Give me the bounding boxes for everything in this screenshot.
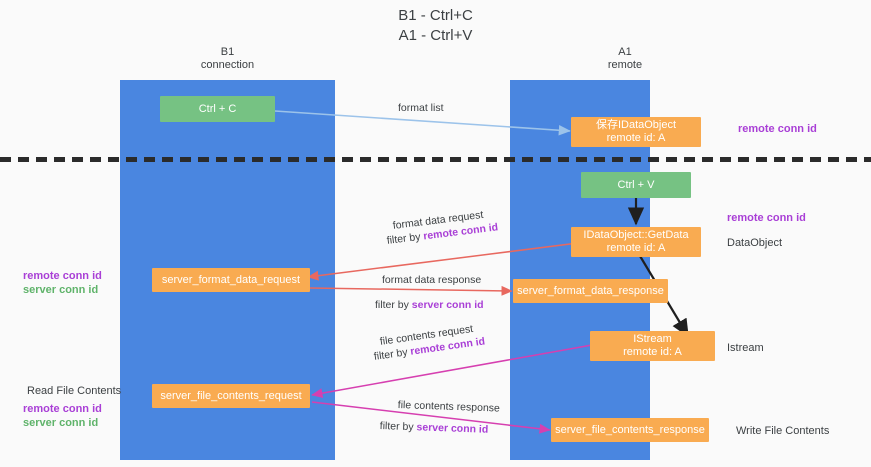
edge-label-format-list: format list <box>398 101 444 115</box>
box-idataobject-store-line1: 保存IDataObject <box>595 119 677 131</box>
diagram-title: B1 - Ctrl+C A1 - Ctrl+V <box>0 6 871 46</box>
column-header-b1-subtitle: connection <box>200 59 255 71</box>
box-server-file-contents-response-label: server_file_contents_response <box>555 423 705 436</box>
edge-filter-prefix-3: filter by <box>373 345 412 363</box>
annotation-left-bot-server: server conn id <box>23 417 99 429</box>
annotation-right-dataobject: DataObject <box>727 237 783 249</box>
edge-label-file-contents-response-text: file contents response <box>397 398 501 415</box>
annotation-right-top-conn: remote conn id <box>738 123 817 135</box>
column-header-b1-name: B1 <box>220 46 235 58</box>
annotation-left-mid-server: server conn id <box>23 284 99 296</box>
column-header-a1-subtitle: remote <box>607 59 643 71</box>
column-header-b1: B1 connection <box>120 46 335 72</box>
connector-format-data-response <box>309 285 513 296</box>
box-istream-line2: remote id: A <box>623 346 682 358</box>
edge-label-format-list-text: format list <box>398 102 444 114</box>
edge-label-format-data-response: format data response <box>382 273 481 287</box>
edge-filter-key-server-conn-id-2: server conn id <box>416 421 489 436</box>
annotation-left-bot-remote: remote conn id <box>23 403 102 415</box>
annotation-right-istream: Istream <box>727 342 764 354</box>
box-server-format-data-response-label: server_format_data_response <box>517 284 664 297</box>
box-ctrl-v[interactable]: Ctrl + V <box>581 172 691 198</box>
edge-label-format-data-response-text: format data response <box>382 274 482 286</box>
box-ctrl-v-label: Ctrl + V <box>617 178 655 191</box>
column-header-a1-name: A1 <box>618 46 632 58</box>
box-ctrl-c[interactable]: Ctrl + C <box>160 96 275 122</box>
annotation-right-write-file-contents: Write File Contents <box>736 425 830 437</box>
edge-label-file-contents-response-filter: filter by server conn id <box>380 419 489 437</box>
annotation-left-read-file-contents: Read File Contents <box>27 385 122 397</box>
edge-filter-prefix-2: filter by <box>375 299 412 311</box>
edge-label-format-data-response-filter: filter by server conn id <box>375 298 484 312</box>
box-ctrl-c-label: Ctrl + C <box>198 102 237 115</box>
box-idataobject-store[interactable]: 保存IDataObject remote id: A <box>571 117 701 147</box>
box-server-format-data-response[interactable]: server_format_data_response <box>513 279 668 303</box>
box-server-file-contents-request-label: server_file_contents_request <box>160 389 302 402</box>
edge-filter-key-server-conn-id: server conn id <box>411 299 484 311</box>
box-idataobject-getdata-line2: remote id: A <box>606 242 666 254</box>
box-server-file-contents-request[interactable]: server_file_contents_request <box>152 384 310 408</box>
box-server-format-data-request[interactable]: server_format_data_request <box>152 268 310 292</box>
box-server-file-contents-response[interactable]: server_file_contents_response <box>551 418 709 442</box>
annotation-right-mid-conn: remote conn id <box>727 212 806 224</box>
annotation-left-mid-remote: remote conn id <box>23 270 102 282</box>
edge-label-file-contents-response: file contents response <box>398 398 501 416</box>
title-line-1: B1 - Ctrl+C <box>398 7 473 24</box>
title-line-2: A1 - Ctrl+V <box>398 27 473 44</box>
box-istream[interactable]: IStream remote id: A <box>590 331 715 361</box>
box-idataobject-store-line2: remote id: A <box>606 132 666 144</box>
box-idataobject-getdata-line1: IDataObject::GetData <box>583 229 689 241</box>
column-header-a1: A1 remote <box>510 46 740 72</box>
box-server-format-data-request-label: server_format_data_request <box>161 273 301 286</box>
edge-filter-prefix: filter by <box>386 230 425 247</box>
edge-filter-prefix-4: filter by <box>379 419 417 434</box>
phase-divider <box>0 157 871 162</box>
box-istream-line1: IStream <box>633 333 672 345</box>
box-idataobject-getdata[interactable]: IDataObject::GetData remote id: A <box>571 227 701 257</box>
